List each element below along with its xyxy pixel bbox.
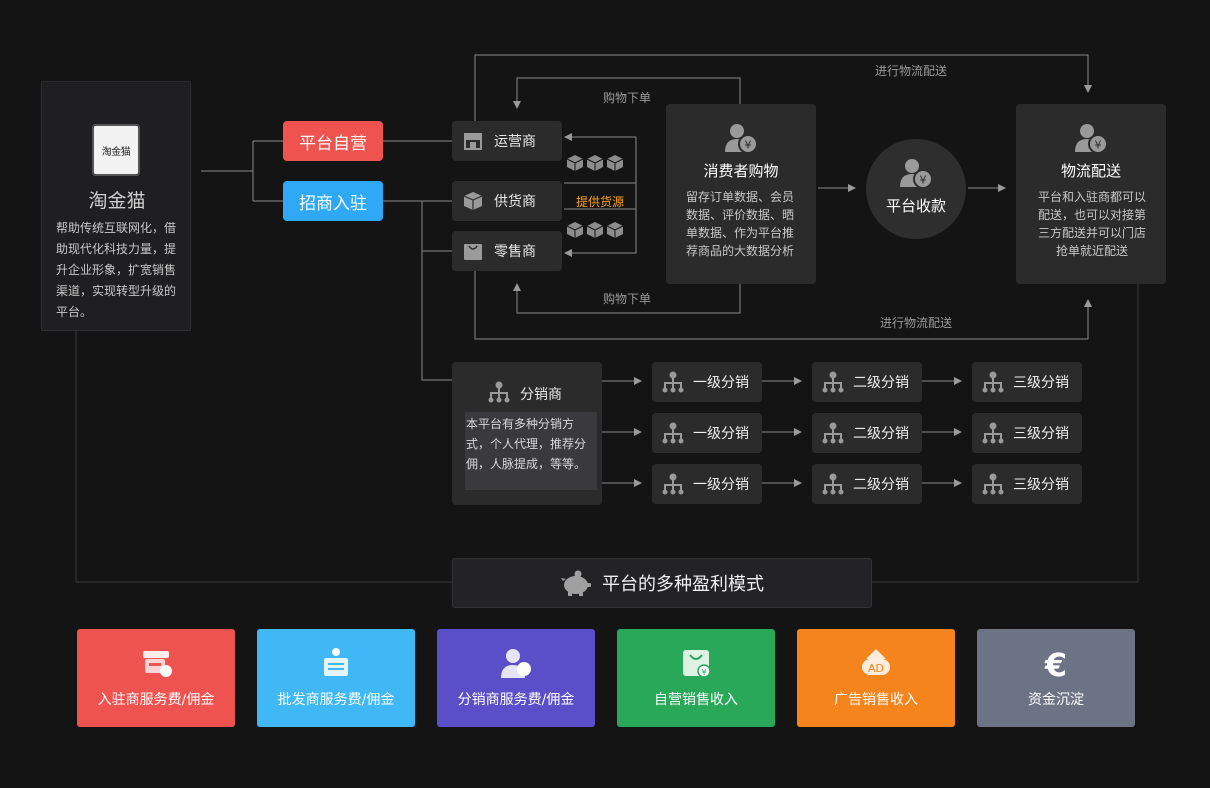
profit-tile-label: 资金沉淀: [1028, 692, 1084, 708]
svg-text:¥: ¥: [920, 174, 927, 187]
distribution-level-label: 三级分销: [1013, 426, 1069, 442]
user-yuan-icon: ¥: [900, 159, 933, 189]
user-yuan-icon: ¥: [725, 124, 758, 154]
cube-icon: [606, 222, 624, 238]
supply-label: 提供货源: [576, 195, 625, 209]
operator-node[interactable]: 运营商: [452, 121, 562, 161]
distribution-level-label: 二级分销: [853, 477, 909, 493]
profit-tile-label: 入驻商服务费/佣金: [97, 692, 215, 708]
distribution-level1-node[interactable]: 一级分销: [652, 464, 762, 504]
distributor-description: 本平台有多种分销方式，个人代理，推荐分佣，人脉提成，等等。: [465, 412, 597, 490]
distribution-level-label: 三级分销: [1013, 375, 1069, 391]
box-icon: [462, 190, 484, 212]
distribution-level2-node[interactable]: 二级分销: [812, 464, 922, 504]
org-tree-icon: [982, 422, 1004, 444]
distributor-card: 分销商 本平台有多种分销方式，个人代理，推荐分佣，人脉提成，等等。: [452, 362, 602, 505]
profit-tile-label: 广告销售收入: [834, 692, 918, 708]
cube-icon: [606, 155, 624, 171]
brand-logo: 淘金猫: [92, 124, 140, 176]
merchant-entry-button[interactable]: 招商入驻: [283, 181, 383, 221]
goods-cubes-top: [566, 154, 624, 172]
profit-tile[interactable]: 入驻商服务费/佣金: [77, 629, 235, 727]
logistics-card: ¥ 物流配送 平台和入驻商都可以配送，也可以对接第三方配送并可以门店抢单就近配送: [1016, 104, 1166, 284]
distribution-level1-node[interactable]: 一级分销: [652, 413, 762, 453]
goods-cubes-bottom: [566, 221, 624, 239]
profit-tile[interactable]: 分销商服务费/佣金: [437, 629, 595, 727]
distribution-level3-node[interactable]: 三级分销: [972, 464, 1082, 504]
distribution-level-label: 一级分销: [693, 426, 749, 442]
cube-icon: [586, 155, 604, 171]
svg-text:¥: ¥: [701, 668, 706, 677]
org-tree-icon: [822, 422, 844, 444]
supplier-node[interactable]: 供货商: [452, 181, 562, 221]
delivery-label-bottom: 进行物流配送: [880, 316, 953, 330]
brand-name: 淘金猫: [88, 190, 146, 212]
profit-tile[interactable]: AD 广告销售收入: [797, 629, 955, 727]
svg-text:€: €: [1044, 647, 1067, 679]
ad-icon: AD: [860, 647, 892, 679]
cube-icon: [566, 222, 584, 238]
distribution-level2-node[interactable]: 二级分销: [812, 413, 922, 453]
distribution-level-label: 三级分销: [1013, 477, 1069, 493]
org-tree-icon: [982, 371, 1004, 393]
cube-icon: [566, 155, 584, 171]
org-tree-icon: [822, 371, 844, 393]
profit-model-bar: 平台的多种盈利模式: [452, 558, 872, 608]
order-label-top: 购物下单: [603, 91, 652, 105]
store-icon: [462, 130, 484, 152]
svg-text:¥: ¥: [745, 139, 752, 152]
org-tree-icon: [662, 473, 684, 495]
delivery-label-top: 进行物流配送: [875, 64, 948, 78]
piggy-bank-icon: [561, 570, 591, 596]
distribution-level3-node[interactable]: 三级分销: [972, 362, 1082, 402]
org-tree-icon: [822, 473, 844, 495]
payment-title: 平台收款: [885, 197, 946, 215]
profit-tile[interactable]: € 资金沉淀: [977, 629, 1135, 727]
distribution-level-label: 一级分销: [693, 477, 749, 493]
svg-text:AD: AD: [868, 662, 884, 675]
org-tree-icon: [662, 371, 684, 393]
logistics-description: 平台和入驻商都可以配送，也可以对接第三方配送并可以门店抢单就近配送: [1037, 190, 1146, 258]
distribution-level-label: 二级分销: [853, 375, 909, 391]
storefront-icon: [140, 647, 172, 679]
consumer-title: 消费者购物: [703, 162, 779, 180]
brand-card: 淘金猫 淘金猫 帮助传统互联网化，借助现代化科技力量，提升企业形象，扩宽销售渠道…: [41, 81, 191, 331]
profit-tile[interactable]: 批发商服务费/佣金: [257, 629, 415, 727]
distribution-level-label: 一级分销: [693, 375, 749, 391]
org-tree-icon: [488, 381, 510, 403]
org-tree-icon: [982, 473, 1004, 495]
cube-icon: [586, 222, 604, 238]
brand-logo-text: 淘金猫: [101, 147, 131, 158]
platform-payment-node: ¥ 平台收款: [866, 139, 966, 239]
distribution-level-label: 二级分销: [853, 426, 909, 442]
svg-text:¥: ¥: [1095, 139, 1102, 152]
logistics-title: 物流配送: [1060, 162, 1121, 180]
profit-title: 平台的多种盈利模式: [602, 574, 764, 595]
retailer-label: 零售商: [494, 244, 536, 260]
profit-tile-label: 自营销售收入: [654, 692, 738, 708]
distribution-level2-node[interactable]: 二级分销: [812, 362, 922, 402]
distribution-level3-node[interactable]: 三级分销: [972, 413, 1082, 453]
shopping-bag-icon: [462, 240, 484, 262]
self-operated-button[interactable]: 平台自营: [283, 121, 383, 161]
profit-tile-label: 批发商服务费/佣金: [277, 692, 395, 708]
order-label-bottom: 购物下单: [603, 292, 652, 306]
org-tree-icon: [662, 422, 684, 444]
distribution-level1-node[interactable]: 一级分销: [652, 362, 762, 402]
operator-label: 运营商: [494, 134, 536, 150]
brand-description: 帮助传统互联网化，借助现代化科技力量，提升企业形象，扩宽销售渠道，实现转型升级的…: [56, 221, 177, 319]
supplier-label: 供货商: [494, 194, 536, 210]
wholesale-icon: [320, 647, 352, 679]
user-yuan-icon: ¥: [1075, 124, 1108, 154]
euro-icon: €: [1040, 646, 1072, 684]
profit-tile[interactable]: ¥ 自营销售收入: [617, 629, 775, 727]
distributor-icon: [500, 647, 532, 679]
consumer-description: 留存订单数据、会员数据、评价数据、晒单数据、作为平台推荐商品的大数据分析: [686, 190, 795, 258]
profit-tile-label: 分销商服务费/佣金: [457, 692, 575, 708]
retailer-node[interactable]: 零售商: [452, 231, 562, 271]
consumer-shopping-card: ¥ 消费者购物 留存订单数据、会员数据、评价数据、晒单数据、作为平台推荐商品的大…: [666, 104, 816, 284]
shopping-bag-icon: ¥: [680, 647, 712, 679]
distributor-title: 分销商: [520, 387, 562, 403]
